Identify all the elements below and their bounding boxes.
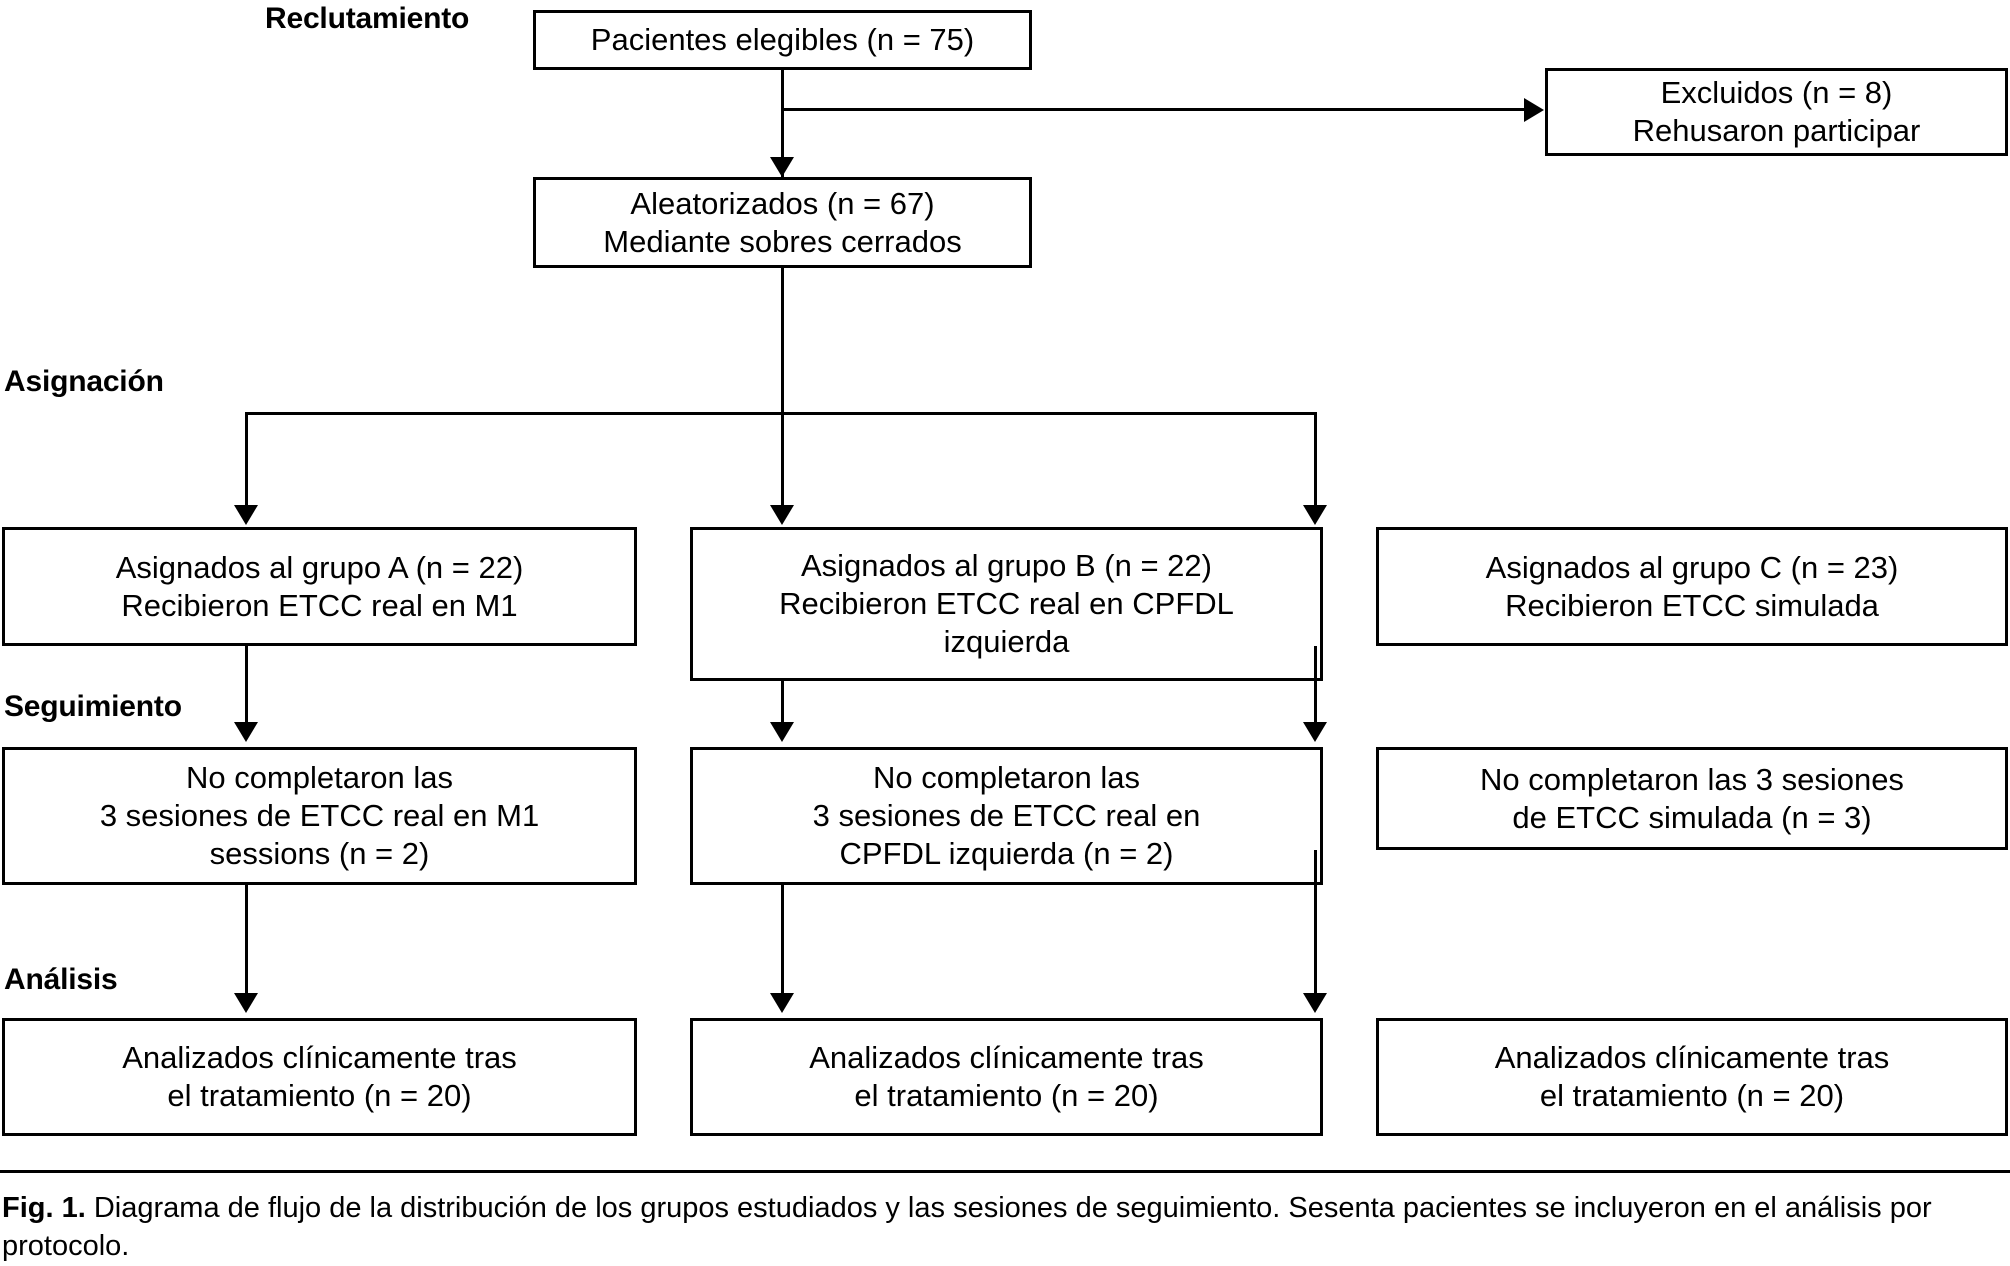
arrowhead-analysis-c: [1303, 993, 1327, 1013]
node-excluded: Excluidos (n = 8) Rehusaron participar: [1545, 68, 2008, 156]
node-allocation-a-line-1: Asignados al grupo A (n = 22): [115, 549, 524, 585]
node-followup-b-line-3: CPFDL izquierda (n = 2): [839, 835, 1174, 871]
node-followup-c-line-1: No completaron las 3 sesiones: [1480, 761, 1904, 797]
connector-allocation-c-to-followup-c: [1314, 646, 1317, 724]
node-followup-a: No completaron las 3 sesiones de ETCC re…: [2, 747, 637, 885]
connector-bus-to-allocation-c: [1314, 412, 1317, 508]
node-excluded-line-2: Rehusaron participar: [1632, 113, 1921, 148]
connector-followup-a-to-analysis-a: [245, 885, 248, 995]
node-randomized-line-2: Mediante sobres cerrados: [603, 223, 962, 259]
node-excluded-line-1: Excluidos (n = 8): [1660, 75, 1893, 111]
node-followup-a-line-2: 3 sesiones de ETCC real en M1: [99, 798, 540, 834]
node-followup-b-line-2: 3 sesiones de ETCC real en: [812, 798, 1201, 834]
node-allocation-a-line-2: Recibieron ETCC real en M1: [121, 587, 518, 623]
arrowhead-analysis-a: [234, 993, 258, 1013]
connector-randomized-stem: [781, 268, 784, 415]
stage-label-followup: Seguimiento: [4, 690, 182, 723]
caption-divider: [0, 1170, 2010, 1173]
node-analysis-a-line-1: Analizados clínicamente tras: [122, 1040, 517, 1076]
node-allocation-b-line-2: Recibieron ETCC real en CPFDL: [779, 586, 1234, 622]
stage-label-analysis: Análisis: [4, 963, 118, 996]
arrowhead-followup-a: [234, 722, 258, 742]
arrowhead-eligible-to-excluded: [1524, 98, 1544, 122]
node-analysis-b: Analizados clínicamente tras el tratamie…: [690, 1018, 1323, 1136]
node-allocation-b-line-3: izquierda: [943, 623, 1070, 659]
arrowhead-allocation-c: [1303, 505, 1327, 525]
arrowhead-eligible-to-randomized: [770, 157, 794, 177]
node-allocation-a: Asignados al grupo A (n = 22) Recibieron…: [2, 527, 637, 646]
figure-caption: Fig. 1. Diagrama de flujo de la distribu…: [2, 1190, 2008, 1265]
node-followup-c-line-2: de ETCC simulada (n = 3): [1512, 799, 1872, 835]
figure-caption-body: Diagrama de flujo de la distribución de …: [2, 1192, 1932, 1262]
arrowhead-allocation-a: [234, 505, 258, 525]
node-followup-b-line-1: No completaron las: [872, 760, 1141, 796]
connector-followup-c-to-analysis-c: [1314, 850, 1317, 995]
arrowhead-followup-b: [770, 722, 794, 742]
connector-allocation-b-to-followup-b: [781, 681, 784, 724]
arrowhead-allocation-b: [770, 505, 794, 525]
connector-bus-to-allocation-b: [781, 412, 784, 508]
node-analysis-a-line-2: el tratamiento (n = 20): [167, 1078, 472, 1113]
connector-allocation-a-to-followup-a: [245, 646, 248, 724]
node-randomized-line-1: Aleatorizados (n = 67): [630, 185, 935, 221]
connector-followup-b-to-analysis-b: [781, 885, 784, 995]
node-allocation-c-line-1: Asignados al grupo C (n = 23): [1485, 549, 1899, 585]
node-followup-a-line-3: sessions (n = 2): [209, 835, 430, 871]
node-followup-b: No completaron las 3 sesiones de ETCC re…: [690, 747, 1323, 885]
node-followup-c: No completaron las 3 sesiones de ETCC si…: [1376, 747, 2008, 850]
arrowhead-followup-c: [1303, 722, 1327, 742]
node-analysis-b-line-2: el tratamiento (n = 20): [854, 1078, 1159, 1113]
node-eligible-line-1: Pacientes elegibles (n = 75): [590, 22, 975, 58]
connector-eligible-to-excluded: [781, 108, 1525, 111]
figure-caption-prefix: Fig. 1.: [2, 1192, 86, 1224]
connector-eligible-to-randomized: [781, 70, 784, 177]
node-analysis-c: Analizados clínicamente tras el tratamie…: [1376, 1018, 2008, 1136]
node-analysis-c-line-1: Analizados clínicamente tras: [1494, 1040, 1890, 1076]
node-analysis-c-line-2: el tratamiento (n = 20): [1539, 1078, 1845, 1113]
node-randomized: Aleatorizados (n = 67) Mediante sobres c…: [533, 177, 1032, 268]
arrowhead-analysis-b: [770, 993, 794, 1013]
node-allocation-b-line-1: Asignados al grupo B (n = 22): [800, 548, 1212, 584]
node-followup-a-line-1: No completaron las: [185, 760, 454, 796]
stage-label-recruitment: Reclutamiento: [265, 2, 470, 35]
node-eligible: Pacientes elegibles (n = 75): [533, 10, 1032, 70]
node-allocation-b: Asignados al grupo B (n = 22) Recibieron…: [690, 527, 1323, 681]
node-analysis-a: Analizados clínicamente tras el tratamie…: [2, 1018, 637, 1136]
stage-label-allocation: Asignación: [4, 365, 164, 398]
node-allocation-c: Asignados al grupo C (n = 23) Recibieron…: [1376, 527, 2008, 646]
node-allocation-c-line-2: Recibieron ETCC simulada: [1505, 587, 1879, 623]
node-analysis-b-line-1: Analizados clínicamente tras: [809, 1040, 1204, 1076]
connector-bus-to-allocation-a: [245, 412, 248, 508]
